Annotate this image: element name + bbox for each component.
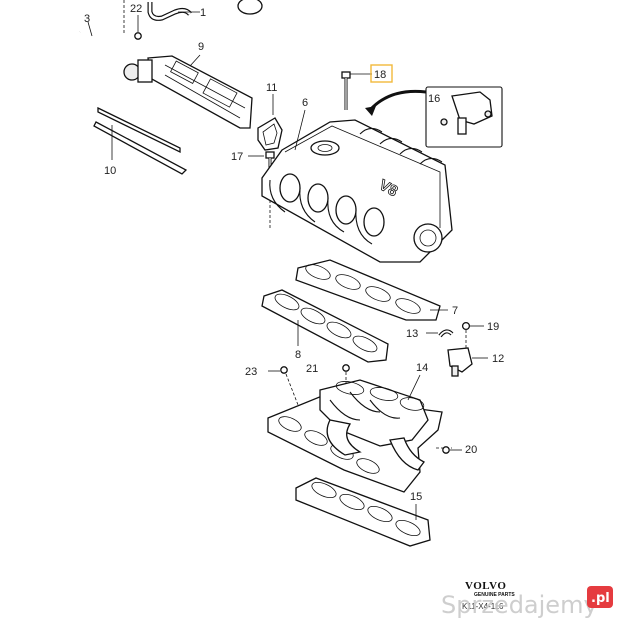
part-14-lower-intake [267,374,452,493]
part-20-screw [442,446,462,454]
callout-7: 7 [452,305,458,317]
watermark-text: Sprzedajemy [441,591,598,619]
part-13-clip [426,329,454,338]
callout-6: 6 [302,97,308,109]
callout-13: 13 [406,328,418,340]
brand-name: VOLVO [465,580,506,592]
callout-15: 15 [410,491,422,503]
watermark: Sprzedajemy .pl [441,586,613,619]
callout-22: 22 [130,3,142,15]
part-7-gasket [295,259,448,321]
part-15-gasket [295,477,431,547]
watermark-badge: .pl [591,591,610,606]
part-18-bolt [341,71,372,110]
callout-8: 8 [295,349,301,361]
part-8-gasket [261,289,389,363]
callout-21: 21 [306,363,318,375]
part-number: K11-X4-116 [462,602,504,611]
callout-17: 17 [231,151,243,163]
callout-19: 19 [487,321,499,333]
watermark-badge-bg [587,586,613,608]
callout-1: 1 [200,7,206,19]
part-11-seal [257,94,283,151]
callout-14: 14 [416,362,428,374]
part-3-hose [73,21,126,100]
callout-9: 9 [198,41,204,53]
part-22-screw [134,15,142,40]
part-9-valve-housing [123,54,253,129]
part-16-sensor-detail [365,86,503,148]
callout-23: 23 [245,366,257,378]
volvo-brand-block: VOLVO GENUINE PARTS K11-X4-116 [462,580,515,611]
part-12-sensor [447,347,488,377]
callout-18: 18 [374,69,386,81]
callout-20: 20 [465,444,477,456]
part-23-screw [268,366,301,411]
callout-12: 12 [492,353,504,365]
callout-11: 11 [266,82,277,94]
part-1-pipe [123,0,263,35]
part-6-intake-manifold: V8 [261,109,453,263]
callout-18-highlight-box [370,64,393,83]
callout-16: 16 [428,93,440,105]
callout-3: 3 [84,13,90,25]
part-19-screw [461,321,484,350]
callout-10: 10 [104,165,116,177]
brand-subtitle: GENUINE PARTS [474,592,515,598]
part-10-gasket [93,106,188,175]
